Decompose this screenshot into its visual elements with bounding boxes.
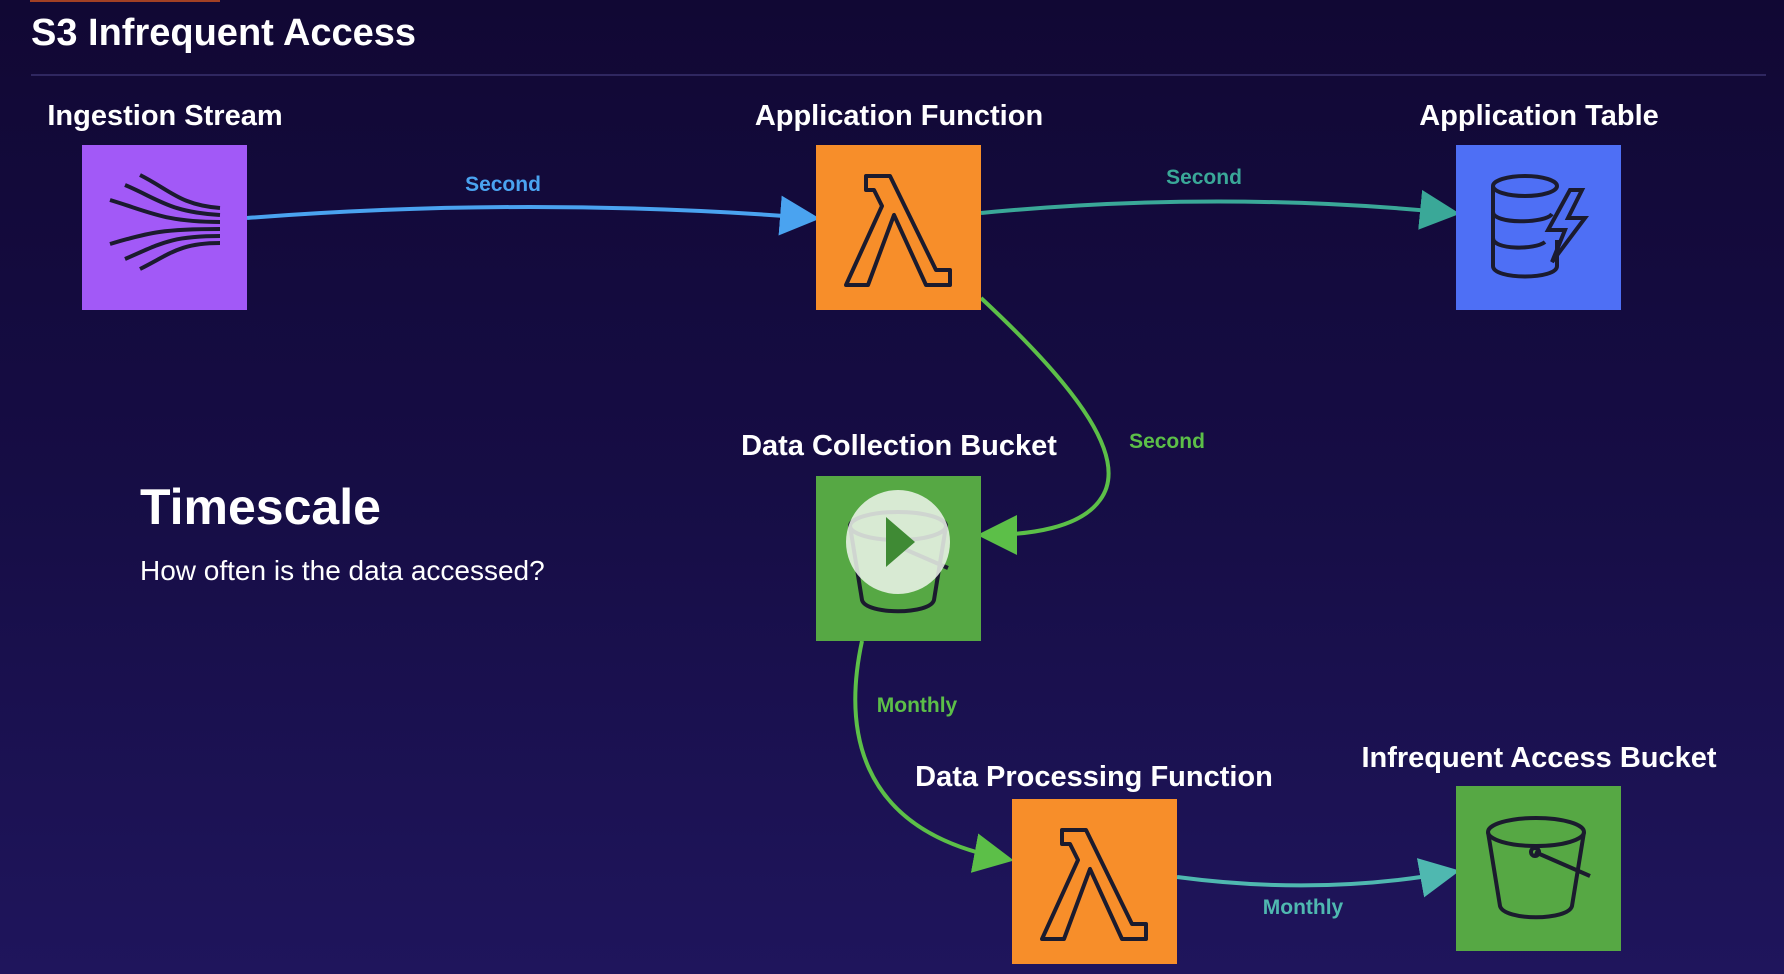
edge-processing-to-ia-bucket: Monthly — [1176, 858, 1460, 919]
timescale-question: How often is the data accessed? — [140, 555, 545, 586]
node-ingestion-stream: Ingestion Stream — [47, 100, 283, 310]
edge-collection-bucket-to-processing: Monthly — [853, 640, 1014, 873]
edge-stream-to-function: Second — [246, 173, 820, 236]
node-application-function: Application Function — [755, 100, 1043, 310]
video-play-button[interactable] — [846, 490, 950, 594]
node-label: Ingestion Stream — [47, 100, 282, 132]
node-label: Data Collection Bucket — [741, 430, 1057, 462]
slide-title: S3 Infrequent Access — [31, 12, 416, 54]
node-label: Infrequent Access Bucket — [1361, 742, 1716, 774]
node-application-table: Application Table — [1419, 100, 1659, 310]
lambda-icon — [844, 174, 952, 287]
lambda-icon — [1040, 828, 1148, 941]
play-icon — [886, 517, 915, 567]
edge-label: Monthly — [1263, 896, 1344, 919]
edge-function-to-table: Second — [980, 166, 1460, 230]
edge-label: Monthly — [877, 694, 958, 717]
edge-label: Second — [1129, 430, 1205, 453]
node-data-processing-function: Data Processing Function — [915, 761, 1273, 964]
node-label: Application Function — [755, 100, 1043, 132]
node-label: Data Processing Function — [915, 761, 1273, 793]
kinesis-stream-icon — [109, 173, 221, 271]
s3-bucket-icon — [1486, 816, 1591, 920]
node-infrequent-access-bucket: Infrequent Access Bucket — [1361, 742, 1717, 951]
dynamodb-icon — [1491, 174, 1589, 279]
node-label: Application Table — [1419, 100, 1659, 132]
timescale-heading: Timescale — [140, 479, 381, 535]
edge-function-to-collection-bucket: Second — [977, 296, 1205, 555]
edge-label: Second — [1166, 166, 1242, 189]
edge-label: Second — [465, 173, 541, 196]
cut-off-heading — [30, 0, 220, 2]
